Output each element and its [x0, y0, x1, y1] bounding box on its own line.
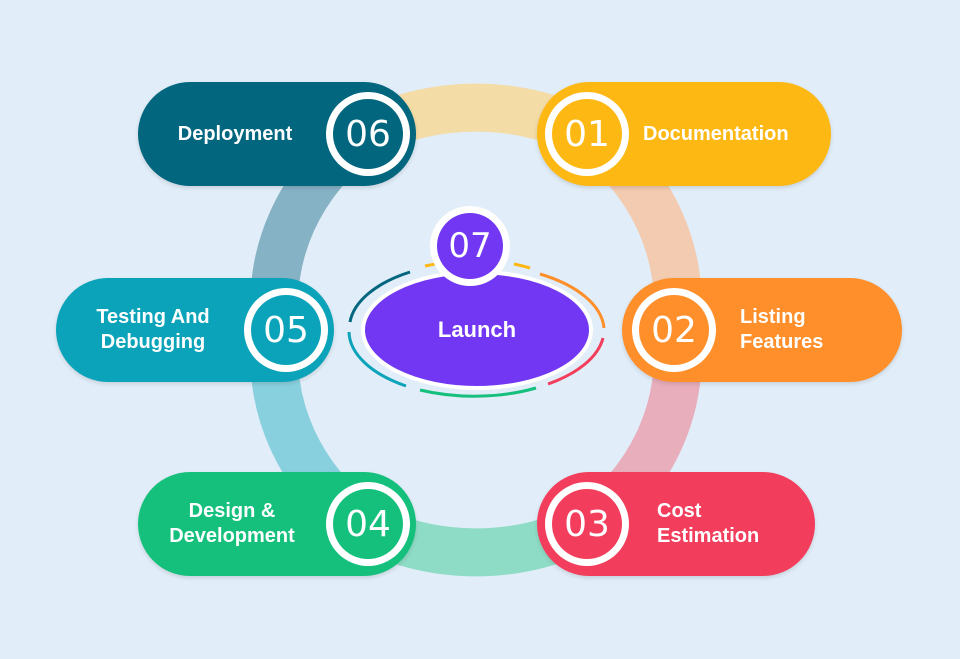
center-ring-segment-red [547, 337, 605, 386]
step-02-label: Listing Features [740, 306, 824, 353]
step-07-number: 07 [437, 213, 503, 279]
step-06-number-badge: 06 [326, 92, 410, 176]
step-04-number: 04 [333, 489, 403, 559]
step-04-pill: Design & Development 04 [138, 472, 416, 576]
step-07-number-badge: 07 [430, 206, 510, 286]
step-02-number: 02 [639, 295, 709, 365]
center-ring-segment-orange [539, 272, 606, 329]
center-ring-segment-teal [347, 331, 407, 388]
step-02-number-badge: 02 [632, 288, 716, 372]
center-ring-segment-yellow-right [513, 262, 531, 270]
step-03-number-badge: 03 [545, 482, 629, 566]
step-01-number-badge: 01 [545, 92, 629, 176]
center-ring-segment-green [419, 386, 537, 398]
step-05-pill: Testing And Debugging 05 [56, 278, 334, 382]
step-05-number-badge: 05 [244, 288, 328, 372]
step-05-label: Testing And Debugging [96, 306, 210, 353]
step-04-number-badge: 04 [326, 482, 410, 566]
step-06-label: Deployment [177, 122, 293, 145]
step-01-number: 01 [552, 99, 622, 169]
step-03-label: Cost Estimation [657, 500, 760, 547]
step-04-label: Design & Development [169, 500, 295, 547]
center-ring-segment-navy [348, 270, 411, 323]
step-06-number: 06 [333, 99, 403, 169]
step-01-label: Documentation [643, 122, 789, 145]
step-03-pill: 03 Cost Estimation [537, 472, 815, 576]
step-06-pill: Deployment 06 [138, 82, 416, 186]
step-03-number: 03 [552, 489, 622, 559]
step-07-label: Launch [437, 317, 517, 342]
step-05-number: 05 [251, 295, 321, 365]
step-02-pill: 02 Listing Features [622, 278, 902, 382]
step-01-pill: 01 Documentation [537, 82, 831, 186]
